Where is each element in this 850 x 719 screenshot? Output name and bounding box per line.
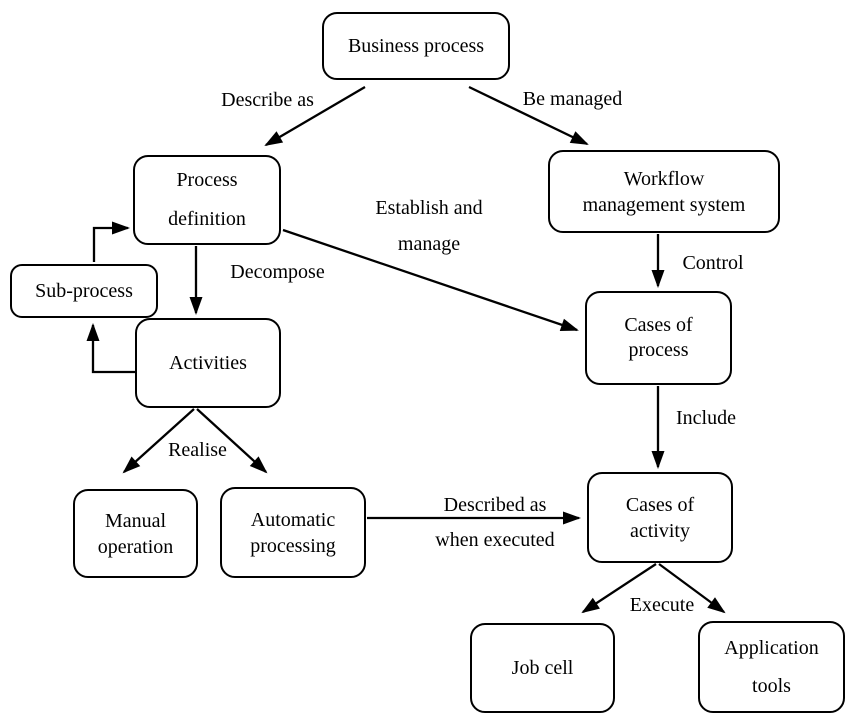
edge-label-described-as-when-executed: Described as when executed: [435, 494, 555, 551]
edge-describe-as-arrow: [264, 86, 366, 147]
node-business-process: Business process: [322, 12, 510, 80]
edge-label-establish-and-manage: Establish and manage: [375, 197, 483, 255]
edge-label-realise: Realise: [168, 439, 227, 461]
node-job-cell: Job cell: [470, 623, 615, 713]
node-cases-of-activity: Cases of activity: [587, 472, 733, 563]
edge-activities-to-subprocess-arrow: [86, 323, 136, 374]
edge-establish-and-manage-arrow: [282, 228, 579, 332]
edge-subprocess-to-processdefinition-arrow: [92, 221, 130, 262]
node-application-tools: Application tools: [698, 621, 845, 713]
node-cases-of-process: Cases of process: [585, 291, 732, 385]
edge-label-decompose: Decompose: [230, 261, 325, 283]
edge-realise-automatic-arrow: [196, 408, 268, 474]
edge-label-control: Control: [682, 252, 744, 274]
edge-execute-applicationtools-arrow: [658, 563, 726, 614]
edge-be-managed-arrow: [468, 85, 589, 146]
node-activities: Activities: [135, 318, 281, 408]
edge-label-include: Include: [676, 407, 736, 429]
edge-label-describe-as: Describe as: [221, 89, 314, 111]
edge-execute-jobcell-arrow: [581, 563, 657, 614]
edge-label-be-managed: Be managed: [522, 88, 623, 110]
edge-realise-manual-arrow: [122, 408, 195, 474]
node-automatic-processing: Automatic processing: [220, 487, 366, 578]
node-manual-operation: Manual operation: [73, 489, 198, 578]
node-sub-process: Sub-process: [10, 264, 158, 318]
node-workflow-management-system: Workflow management system: [548, 150, 780, 233]
edge-label-execute: Execute: [629, 594, 695, 616]
node-process-definition: Process definition: [133, 155, 281, 245]
